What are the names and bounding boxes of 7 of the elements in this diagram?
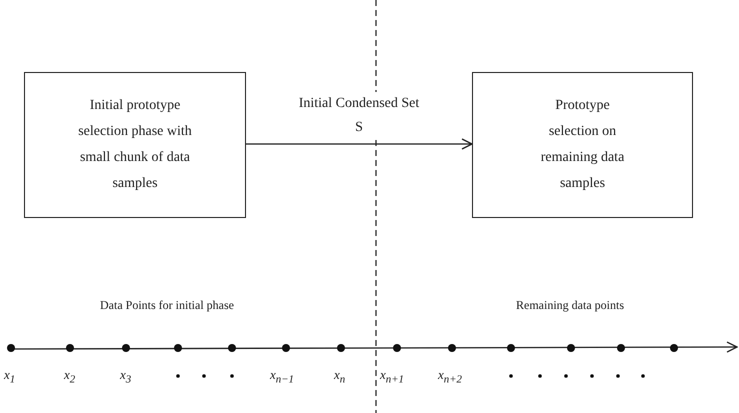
- section-label: Data Points for initial phase: [100, 298, 234, 313]
- section-label: Remaining data points: [516, 298, 624, 313]
- arrow: [246, 138, 473, 150]
- process-box: [472, 72, 693, 218]
- box-text: Initial prototype selection phase with small chunk of data samples: [77, 97, 193, 193]
- process-box: [24, 72, 246, 218]
- box-text: Prototype selection on remaining data samples: [540, 97, 626, 193]
